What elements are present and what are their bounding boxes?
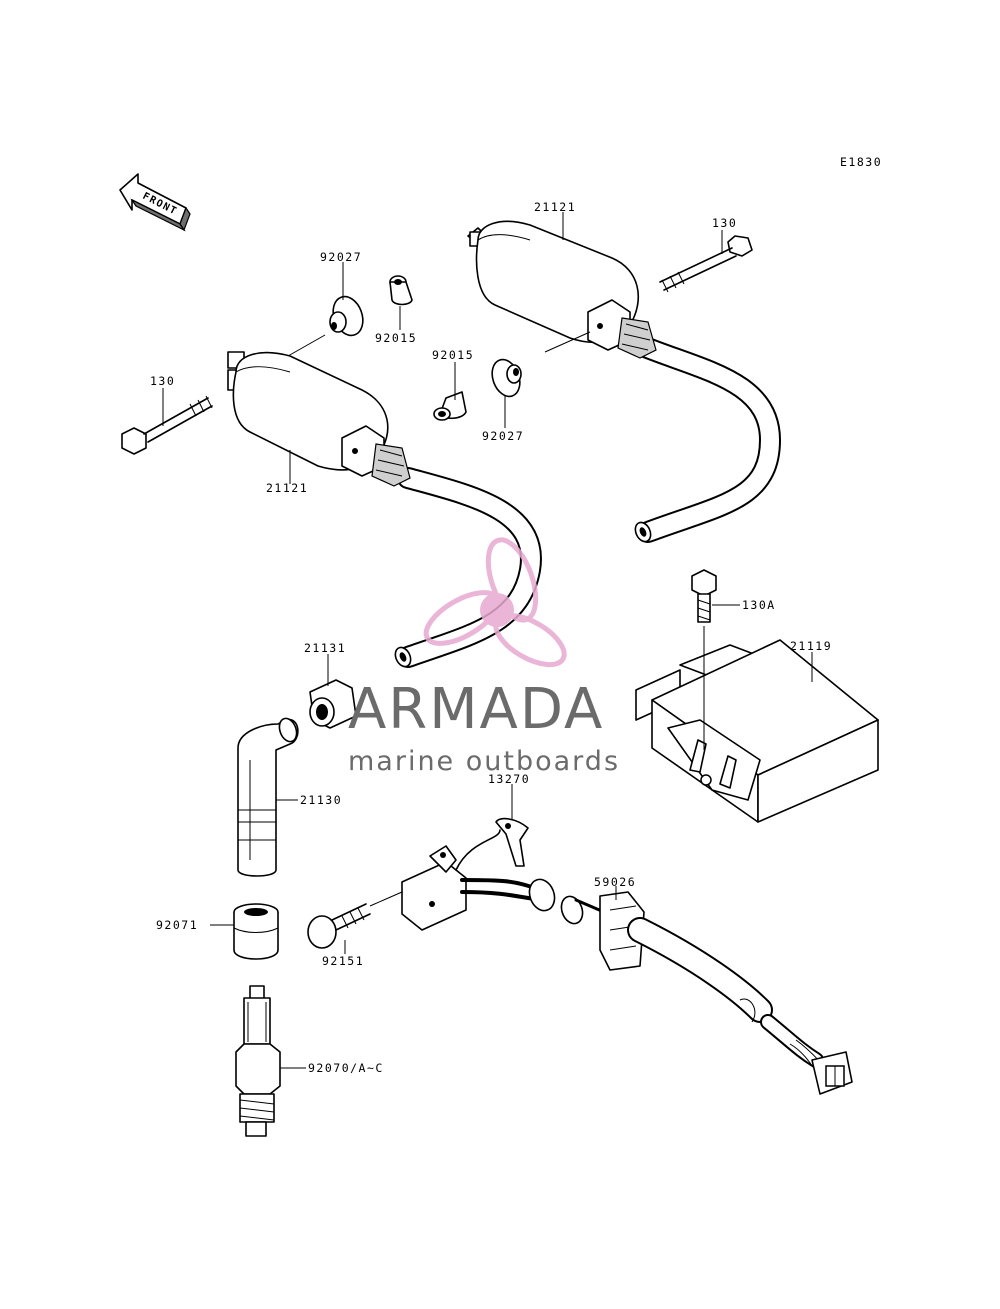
callout-coil-top: 21121 [534,200,576,214]
callout-coil-left: 21121 [266,481,308,495]
cap-nut-21131 [309,679,357,729]
callout-bolt-top: 130 [712,216,737,230]
callout-spark-plug: 92070/A~C [308,1061,384,1075]
boot-92071 [233,903,279,960]
front-arrow-icon: FRONT [119,173,191,232]
callout-bolt-igniter: 130A [742,598,776,612]
collar-92015-mid [433,391,467,421]
callout-collar-top: 92015 [375,331,417,345]
watermark-tagline: marine outboards [348,746,620,777]
watermark-brand: ARMADA [348,677,604,742]
wiring-harness-59026 [560,891,853,1095]
callout-collar-mid: 92015 [432,348,474,362]
bolt-92151 [307,903,371,949]
spark-plug-cap-21130 [237,717,299,877]
spark-plug-92070 [235,985,281,1137]
callout-bracket: 13270 [488,772,530,786]
grommet-92027-top [329,295,364,337]
grommet-92027-mid [491,358,522,398]
leader-lines [162,212,813,1069]
igniter-unit [635,639,879,823]
collar-92015-top [389,275,413,306]
bracket-13270 [495,817,529,867]
callout-cap-nut: 21131 [304,641,346,655]
callout-plug-cap: 21130 [300,793,342,807]
callout-igniter: 21119 [790,639,832,653]
callout-bolt-pickup: 92151 [322,954,364,968]
bolt-130-top [659,235,753,293]
callout-grommet-mid: 92027 [482,429,524,443]
armada-logo-icon [423,537,567,668]
callout-boot: 92071 [156,918,198,932]
bolt-130a [691,569,717,750]
bolt-130-left [121,395,213,455]
callout-grommet-top: 92027 [320,250,362,264]
callout-bolt-left: 130 [150,374,175,388]
diagram-code: E1830 [840,155,882,169]
ignition-coil-right [467,220,781,543]
callout-harness: 59026 [594,875,636,889]
pickup-coil [401,829,556,931]
